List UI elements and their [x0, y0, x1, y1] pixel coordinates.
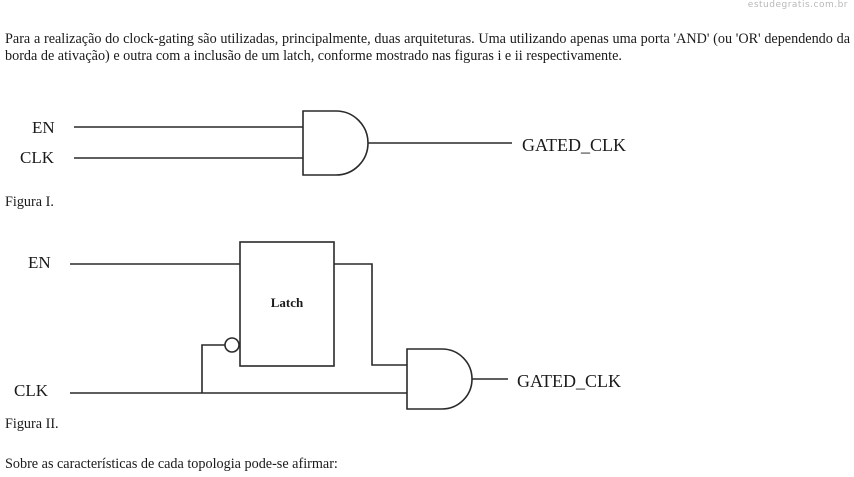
fig2-gated-clk-label: GATED_CLK [517, 371, 621, 391]
fig2-en-label: EN [28, 253, 51, 272]
fig1-and-gate [302, 110, 369, 176]
figure-2-diagram: EN CLK Latch GATED_CLK [14, 241, 621, 410]
figure-1-caption: Figura I. [5, 194, 54, 210]
fig2-latch-output-wire [334, 263, 407, 366]
latch-block [239, 241, 335, 367]
fig1-gated-clk-label: GATED_CLK [522, 135, 626, 155]
fig2-clk-branch-wire [201, 344, 225, 393]
figure-2-caption: Figura II. [5, 416, 59, 432]
fig1-en-label: EN [32, 118, 55, 137]
question-prompt: Sobre as características de cada topolog… [5, 456, 338, 472]
site-watermark: estudegratis.com.br [747, 0, 848, 10]
figure-1-diagram: EN CLK GATED_CLK [20, 110, 626, 176]
intro-paragraph: Para a realização do clock-gating são ut… [5, 31, 850, 64]
fig2-clk-label: CLK [14, 381, 49, 400]
fig1-clk-label: CLK [20, 148, 55, 167]
latch-clock-inversion-bubble [224, 337, 240, 353]
latch-label: Latch [271, 295, 304, 310]
fig2-and-gate [406, 348, 473, 410]
